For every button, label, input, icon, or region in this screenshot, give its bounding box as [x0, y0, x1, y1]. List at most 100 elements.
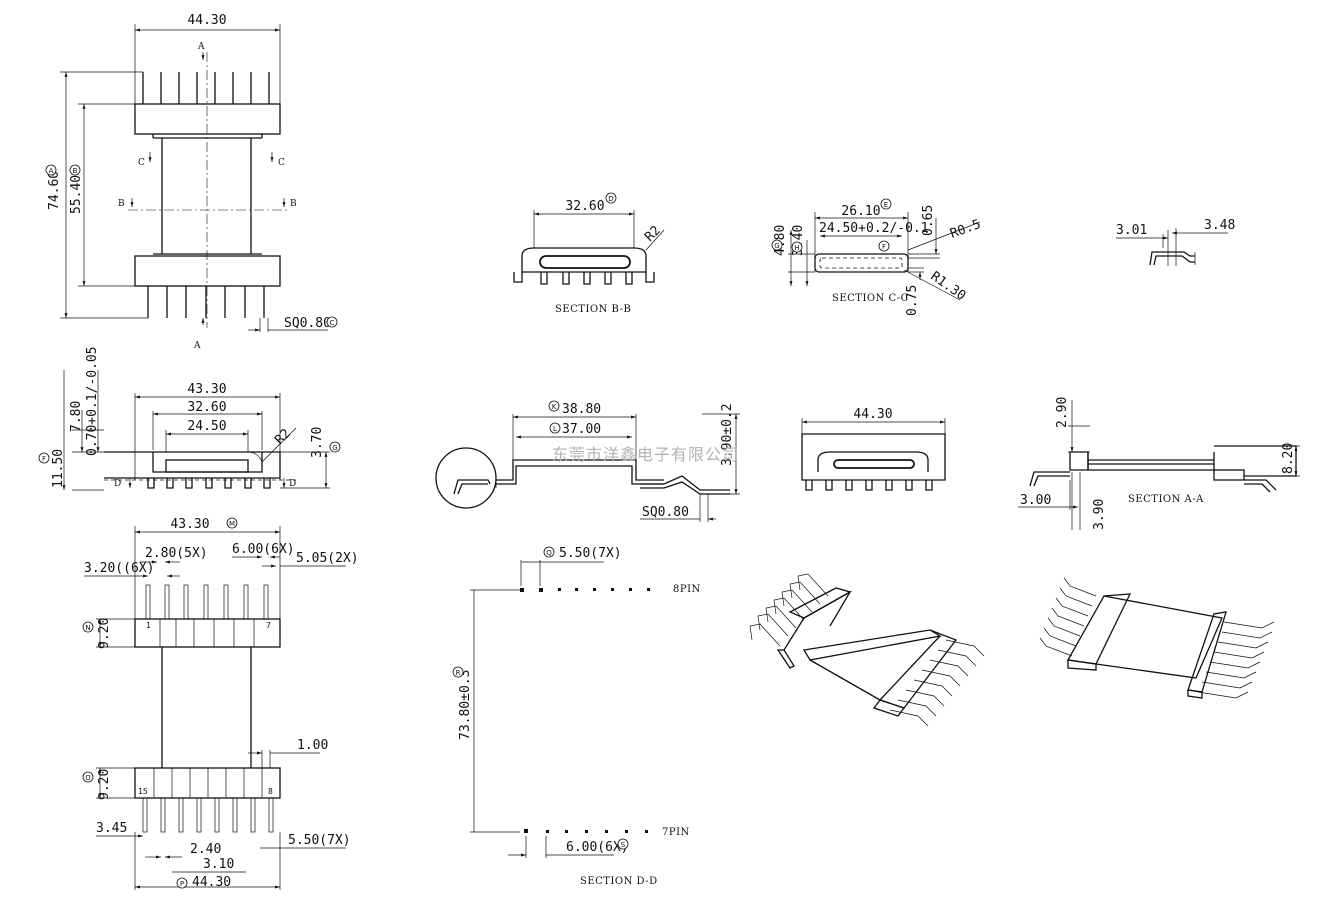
detail-circle — [435, 447, 497, 509]
side-h1: 7.80 — [69, 401, 84, 432]
aa-left: 3.00 — [1020, 493, 1051, 508]
cut-a-top: A — [197, 42, 205, 52]
top-height-a: 74.60 — [47, 171, 62, 210]
top-width-label: 44.30 — [187, 13, 226, 28]
section-cc: 26.10 E 24.50+0.2/-0.1 F 4.80 G 3.40 H 0… — [771, 198, 983, 316]
bb-pins — [513, 272, 655, 285]
ref-flange-top: N — [85, 624, 90, 632]
offset-dim: 1.00 — [297, 738, 328, 753]
pitch-b: 2.80(5X) — [145, 546, 208, 561]
aa-height: 8.20 — [1281, 443, 1296, 474]
iso2-pins-right — [1197, 621, 1275, 699]
cc-inner: 24.50+0.2/-0.1 — [819, 221, 929, 236]
ref-pin: C — [330, 319, 335, 327]
side-inner: 32.60 — [187, 400, 226, 415]
top-pins — [142, 72, 270, 104]
front-view: 44.30 — [801, 407, 946, 491]
bottom-width-top: 43.30 — [170, 517, 209, 532]
ref-bottom-width: P — [180, 880, 184, 888]
cut-a-bottom: A — [193, 341, 201, 351]
ref-flange-bottom: O — [85, 774, 91, 782]
dim-5-50-7x: 5.50(7X) — [288, 833, 351, 848]
pin-number-15: 15 — [138, 787, 148, 796]
dd-pitch-bottom: 6.00(6X) — [566, 840, 629, 855]
dd-span: 73.80±0.3 — [458, 670, 473, 740]
section-dd: Q 5.50(7X) 8PIN 73.80±0.3 R 7PIN — [452, 546, 701, 887]
ref-length-b: L — [553, 425, 557, 433]
pin-number-7: 7 — [266, 621, 271, 630]
ref-cc-width: E — [884, 201, 888, 209]
ref-dd-span: R — [456, 669, 461, 677]
side-view: 43.30 32.60 24.50 R2 D D — [38, 346, 341, 491]
flange-h-bottom: 9.20 — [97, 769, 112, 800]
dd-top-row — [520, 588, 650, 592]
pitch-a: 3.20((6X) — [84, 561, 154, 576]
pin-right-dim: 3.48 — [1204, 218, 1235, 233]
profile-pin-sq: SQ0.80 — [642, 505, 689, 520]
cut-b-right: B — [290, 199, 297, 209]
cut-d-left: D — [114, 479, 121, 489]
profile-view: K 38.80 L 37.00 3.90±0.2 SQ0.80 — [435, 400, 740, 522]
dim-3-10: 3.10 — [203, 857, 234, 872]
dd-bottom-row — [524, 829, 648, 833]
pin-number-8: 8 — [268, 787, 273, 796]
iso1-pins-left — [749, 573, 829, 647]
ref-side-h3: F — [42, 455, 46, 463]
ref-dd-pitch-top: Q — [546, 549, 552, 557]
bb-radius: R2 — [642, 223, 664, 245]
cc-radius-out: R0.5 — [948, 217, 983, 242]
top-flange-slots — [159, 619, 255, 647]
cc-label: SECTION C-C — [832, 293, 909, 304]
side-slot: 24.50 — [187, 419, 226, 434]
pin-number-1: 1 — [146, 621, 151, 630]
side-h3: 11.50 — [51, 449, 66, 488]
profile-length-a: 38.80 — [562, 402, 601, 417]
ref-bb-width: D — [608, 195, 613, 203]
ref-cc-h-inner: H — [794, 244, 799, 252]
watermark: 东莞市洋鑫电子有限公司 — [552, 445, 739, 464]
iso1-pins-right — [889, 639, 985, 727]
dd-label: SECTION D-D — [580, 876, 658, 887]
bb-label: SECTION B-B — [555, 304, 631, 315]
ref-cc-h-outer: G — [774, 242, 779, 250]
bottom-flange-slots — [153, 768, 263, 798]
ref-dd-pitch-bottom: S — [621, 841, 626, 849]
dd-pitch-top: 5.50(7X) — [559, 546, 622, 561]
cut-c-left: C — [138, 158, 145, 168]
isometric-view-top — [1039, 577, 1275, 699]
top-pin-sq: SQ0.80 — [284, 316, 331, 331]
side-h4: 3.70 — [310, 427, 325, 458]
top-height-b: 55.40 — [69, 175, 84, 214]
bottom-width-bottom: 44.30 — [192, 875, 231, 890]
bottom-pins — [147, 286, 265, 318]
dd-row-bottom: 7PIN — [662, 827, 690, 838]
side-pins — [147, 478, 271, 489]
cc-width: 26.10 — [841, 204, 880, 219]
aa-label: SECTION A-A — [1128, 494, 1204, 505]
section-aa: 2.90 8.20 3.00 3.90 SECTION A-A — [1018, 397, 1300, 530]
side-radius: R2 — [272, 426, 294, 448]
cc-bottom: 0.75 — [905, 285, 920, 316]
ref-length-a: K — [552, 403, 557, 411]
side-width: 43.30 — [187, 382, 226, 397]
pin-detail: 3.01 3.48 — [1116, 218, 1235, 266]
dim-3-45: 3.45 — [96, 821, 127, 836]
bottom-view-bottom-pins — [142, 797, 274, 833]
ref-cc-inner: F — [882, 243, 886, 251]
pin-left-dim: 3.01 — [1116, 223, 1147, 238]
cut-d-right: D — [289, 479, 296, 489]
flange-h-top: 9.20 — [97, 618, 112, 649]
ref-bottom-width-top: M — [229, 520, 235, 528]
dim-2-40: 2.40 — [190, 842, 221, 857]
dd-row-top: 8PIN — [673, 584, 701, 595]
pitch-c: 6.00(6X) — [232, 542, 295, 557]
isometric-view-bottom — [749, 573, 985, 727]
ref-side-h4: G — [332, 444, 337, 452]
profile-length-b: 37.00 — [562, 422, 601, 437]
top-view: 44.30 — [45, 13, 338, 351]
front-pins — [805, 480, 933, 491]
ref-height-b: B — [73, 167, 78, 175]
cut-b-left: B — [118, 199, 125, 209]
